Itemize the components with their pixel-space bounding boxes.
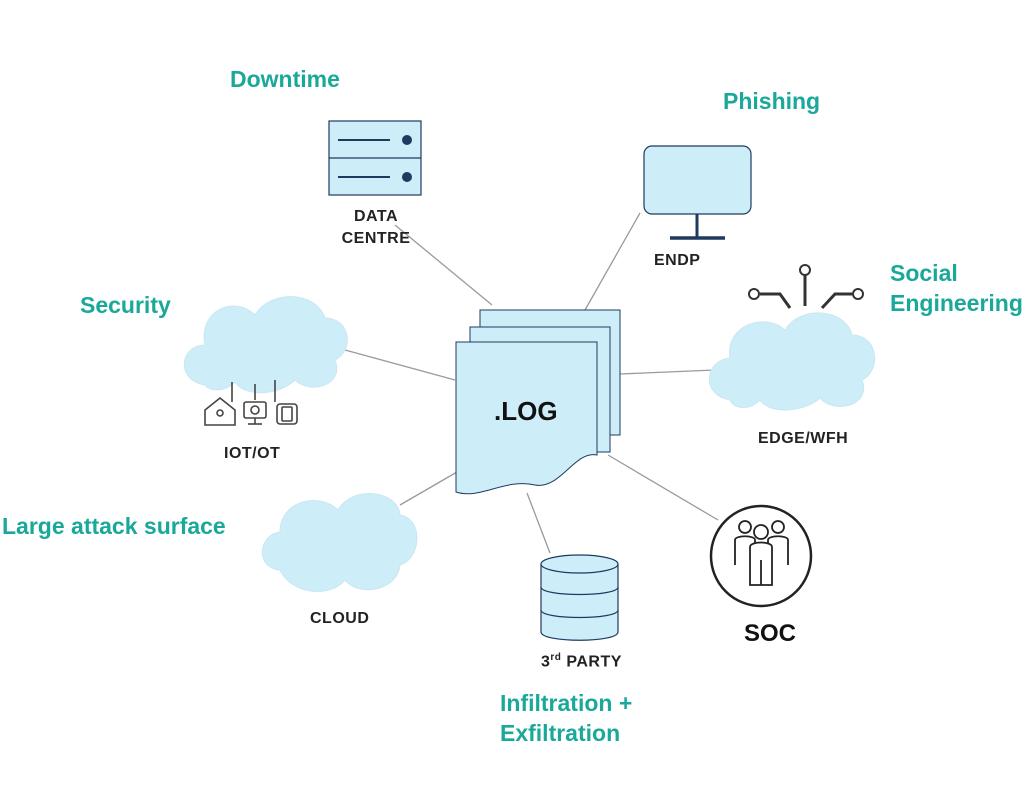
people-icon	[709, 504, 813, 608]
risk-infiltration-exfiltration: Infiltration + Exfiltration	[500, 688, 632, 748]
monitor-icon	[643, 145, 752, 240]
cloud-label: CLOUD	[310, 610, 370, 627]
iot-cloud-icon	[183, 296, 348, 426]
iot-ot-label: IOT/OT	[224, 445, 281, 462]
connector-iot	[344, 349, 456, 381]
risk-security: Security	[80, 292, 171, 318]
server-icon	[328, 120, 422, 196]
data-centre-label-line2: CENTRE	[341, 230, 411, 247]
connector-edge	[619, 369, 716, 375]
connector-cloud	[399, 471, 458, 506]
data-centre-label: DATA CENTRE	[336, 206, 416, 250]
connector-data-centre	[394, 224, 493, 306]
third-party-label-rest: PARTY	[561, 653, 622, 671]
soc-label: SOC	[744, 620, 797, 647]
network-cloud-icon	[708, 264, 876, 411]
database-icon	[540, 554, 619, 641]
risk-social-engineering: Social Engineering	[890, 258, 1023, 318]
edge-wfh-label: EDGE/WFH	[758, 430, 849, 447]
connector-soc	[607, 454, 719, 521]
risk-social-engineering-line1: Social	[890, 260, 958, 286]
third-party-label-base: 3	[541, 653, 551, 671]
risk-large-attack-surface: Large attack surface	[2, 513, 226, 539]
risk-social-engineering-line2: Engineering	[890, 290, 1023, 316]
risk-downtime: Downtime	[230, 66, 340, 92]
cloud-icon	[261, 493, 418, 592]
data-centre-label-line1: DATA	[353, 208, 399, 225]
risk-infiltration-line1: Infiltration +	[500, 690, 633, 716]
endpoint-label: ENDP	[654, 252, 701, 269]
log-label: .LOG	[494, 396, 558, 426]
risk-phishing: Phishing	[723, 88, 821, 114]
log-document-icon	[455, 309, 621, 495]
risk-infiltration-line2: Exfiltration	[500, 720, 621, 746]
connector-endpoint	[584, 212, 641, 311]
connectors	[344, 212, 719, 554]
connector-third-party	[526, 492, 551, 554]
third-party-label: 3rd PARTY	[541, 647, 622, 673]
third-party-label-sup: rd	[550, 652, 562, 663]
